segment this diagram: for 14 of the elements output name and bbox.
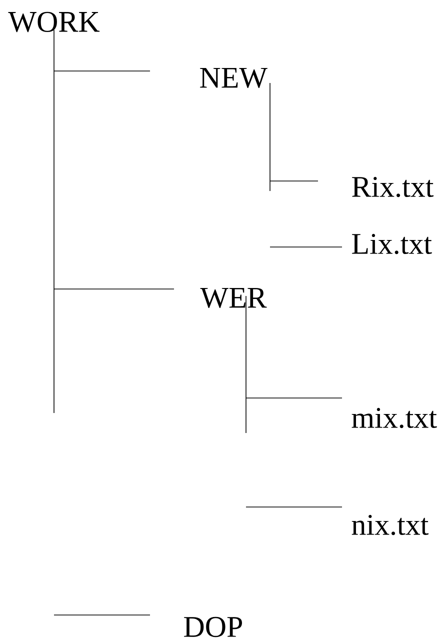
folder-label: NEW: [200, 68, 268, 88]
connector-line: [54, 288, 174, 290]
folder-label: WORK: [8, 12, 100, 32]
folder-label: Lix.txt: [352, 234, 432, 254]
folder-label: nix.txt: [352, 514, 429, 536]
folder-label: mix.txt: [352, 408, 437, 428]
connector-line: [270, 180, 318, 182]
connector-line: [54, 70, 150, 72]
folder-label: WER: [200, 288, 267, 308]
connector-line: [246, 506, 342, 508]
folder-label: Rix.txt: [352, 176, 434, 198]
connector-line: [270, 246, 342, 248]
connector-line: [54, 614, 150, 616]
folder-label: DOP: [184, 616, 242, 638]
